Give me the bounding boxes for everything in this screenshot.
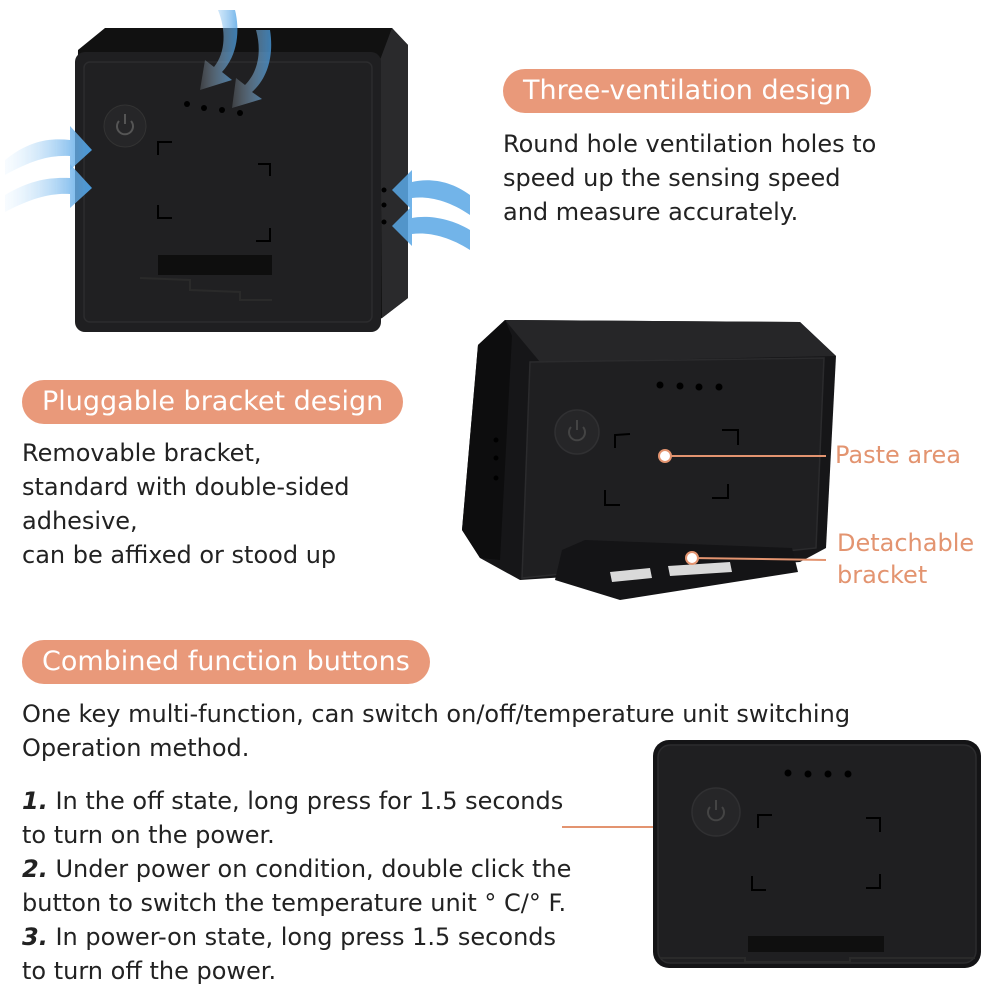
step-3-text: In power-on state, long press 1.5 second… xyxy=(55,923,557,951)
step-2-line-1: 2. Under power on condition, double clic… xyxy=(22,852,571,886)
buttons-intro-line-2: Operation method. xyxy=(22,734,250,762)
ventilation-text-line-1: Round hole ventilation holes to xyxy=(503,130,877,158)
ventilation-heading: Three-ventilation design xyxy=(503,69,872,113)
buttons-intro-line-1: One key multi-function, can switch on/of… xyxy=(22,700,851,728)
bracket-heading: Pluggable bracket design xyxy=(22,380,404,424)
device-front-view xyxy=(653,740,981,968)
step-1-line-1: 1. In the off state, long press for 1.5 … xyxy=(22,784,563,818)
bracket-text-line-3: adhesive, xyxy=(22,507,138,535)
step-2-number: 2. xyxy=(22,855,48,883)
step-1-number: 1. xyxy=(22,787,48,815)
power-icon xyxy=(116,114,134,136)
ventilation-text-line-2: speed up the sensing speed xyxy=(503,164,841,192)
detachable-label-line-2: bracket xyxy=(837,561,928,589)
bracket-text-line-1: Removable bracket, xyxy=(22,439,262,467)
step-3-line-1: 3. In power-on state, long press 1.5 sec… xyxy=(22,920,556,954)
detachable-label-line-1: Detachable xyxy=(837,529,975,557)
bracket-text-line-2: standard with double-sided xyxy=(22,473,350,501)
paste-area-label: Paste area xyxy=(835,441,961,469)
paste-area-marker xyxy=(658,449,672,463)
airflow-arrow-icon xyxy=(392,170,470,250)
bracket-text-line-4: can be affixed or stood up xyxy=(22,541,337,569)
step-3-line-2: to turn off the power. xyxy=(22,957,277,985)
step-3-number: 3. xyxy=(22,923,48,951)
device-angled-view xyxy=(462,320,836,600)
step-1-text: In the off state, long press for 1.5 sec… xyxy=(55,787,564,815)
device-top-view xyxy=(75,28,408,332)
ventilation-text-line-3: and measure accurately. xyxy=(503,198,799,226)
power-icon xyxy=(568,420,586,442)
step-2-text: Under power on condition, double click t… xyxy=(55,855,572,883)
buttons-heading: Combined function buttons xyxy=(22,640,430,684)
power-icon xyxy=(707,800,725,822)
airflow-arrow-icon xyxy=(5,10,272,212)
bracket-marker xyxy=(685,551,699,565)
step-2-line-2: button to switch the temperature unit ° … xyxy=(22,889,567,917)
step-1-line-2: to turn on the power. xyxy=(22,821,275,849)
